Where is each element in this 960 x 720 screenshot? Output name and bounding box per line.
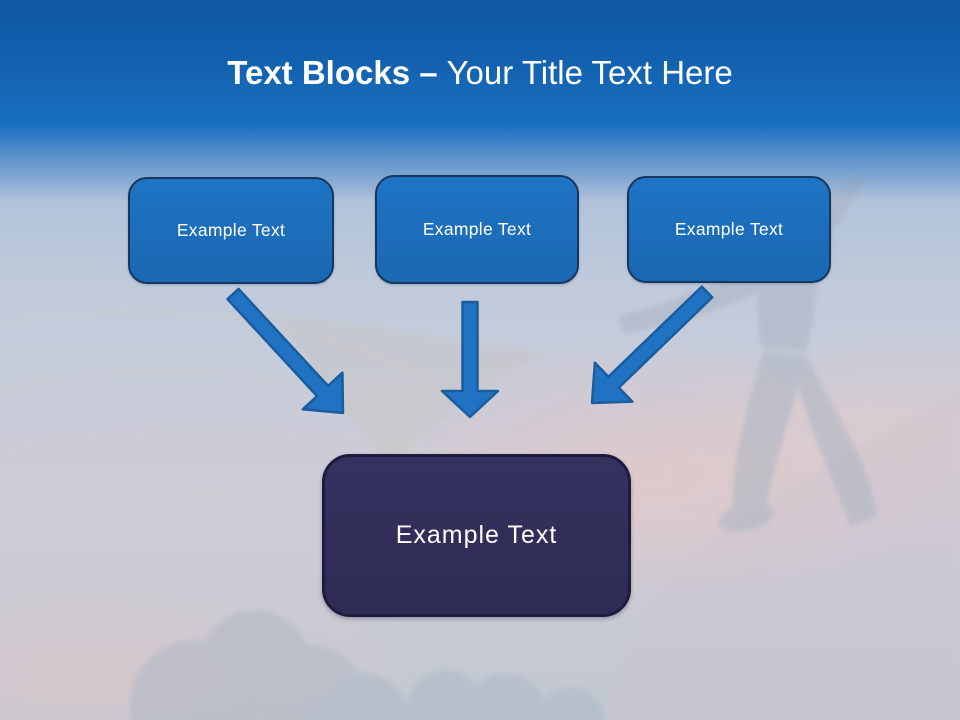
text-block-2[interactable]: Example Text: [375, 175, 579, 284]
center-block[interactable]: Example Text: [322, 454, 631, 617]
slide-title[interactable]: Text Blocks –Your Title Text Here: [0, 0, 960, 93]
arrow-down-icon[interactable]: [440, 300, 500, 419]
text-block-3[interactable]: Example Text: [627, 176, 831, 283]
title-band: [0, 0, 960, 200]
text-block-1[interactable]: Example Text: [128, 177, 334, 284]
text-block-3-label: Example Text: [674, 219, 784, 239]
slide-title-bold: Text Blocks –: [227, 54, 438, 91]
arrow-down-right-icon[interactable]: [226, 287, 345, 415]
text-block-1-label: Example Text: [176, 220, 286, 240]
center-block-label: Example Text: [395, 521, 558, 549]
arrow-down-left-icon[interactable]: [590, 285, 714, 405]
text-block-2-label: Example Text: [422, 219, 532, 239]
slide-title-light: Your Title Text Here: [446, 54, 733, 91]
